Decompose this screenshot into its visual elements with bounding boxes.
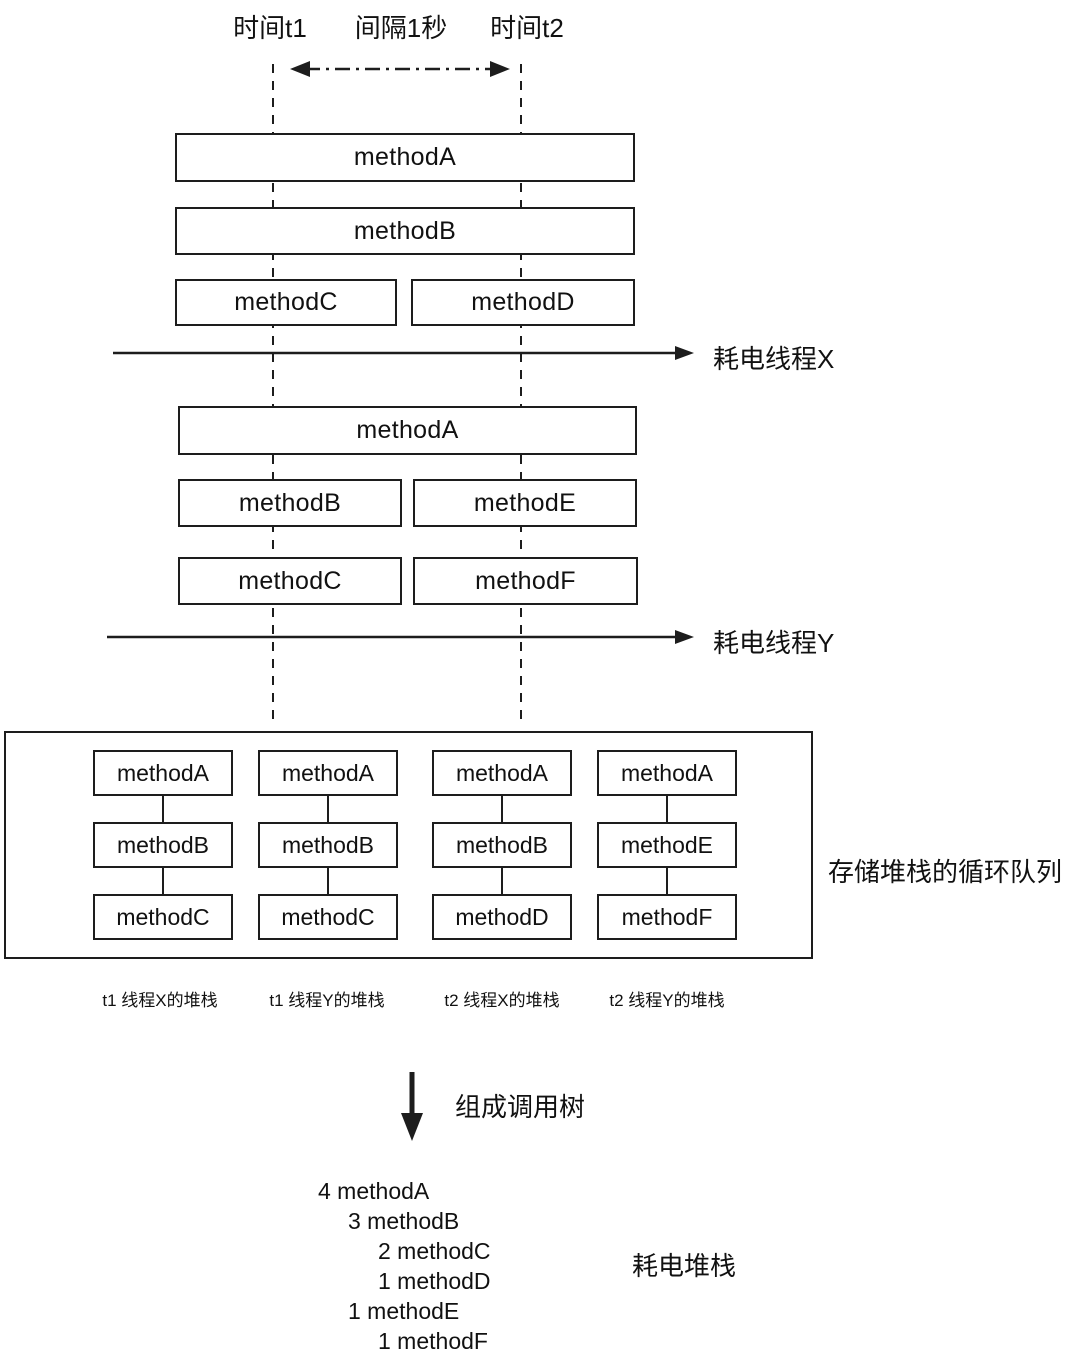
thread-y-axis-arrow-icon [107,630,694,644]
stack-connector-line [162,796,164,822]
stack-frame: methodD [432,894,572,940]
call-tree-line: 4 methodA [318,1178,430,1204]
stack-connector-line [327,868,329,894]
stack-connector-line [666,796,668,822]
thread-y-axis-label: 耗电线程Y [713,628,835,658]
thread-x-axis-arrow-icon [113,346,694,360]
caption-t2-thread-x-stack: t2 线程X的堆栈 [444,991,560,1010]
caption-t1-thread-x-stack: t1 线程X的堆栈 [102,991,218,1010]
interval-label: 间隔1秒 [354,13,448,43]
stack-connector-line [501,796,503,822]
time-t1-label: 时间t1 [233,13,307,43]
thread-y-bar-methodF: methodF [413,557,638,605]
stack-frame: methodA [93,750,233,796]
stack-t1-thread-y: methodA methodB methodC [258,750,398,940]
compose-arrow-label: 组成调用树 [455,1092,586,1122]
thread-y-bar-methodE: methodE [413,479,637,527]
stack-queue-label: 存储堆栈的循环队列 [828,857,1063,887]
compose-down-arrow-icon [401,1072,423,1141]
call-tree-line: 1 methodE [348,1298,460,1324]
stack-t1-thread-x: methodA methodB methodC [93,750,233,940]
caption-t1-thread-y-stack: t1 线程Y的堆栈 [269,991,385,1010]
stack-frame: methodA [597,750,737,796]
thread-x-axis-label: 耗电线程X [713,344,835,374]
call-tree: 4 methodA 3 methodB 2 methodC 1 methodD … [318,1176,491,1356]
call-tree-line: 2 methodC [378,1238,491,1264]
call-tree-line: 1 methodF [378,1328,488,1354]
thread-y-bar-methodB: methodB [178,479,402,527]
caption-t2-thread-y-stack: t2 线程Y的堆栈 [609,991,725,1010]
stack-frame: methodF [597,894,737,940]
stack-connector-line [501,868,503,894]
power-stack-label: 耗电堆栈 [632,1251,737,1281]
time-t2-label: 时间t2 [490,13,564,43]
stack-connector-line [666,868,668,894]
interval-double-arrow-icon [290,61,510,77]
thread-y-bar-methodA: methodA [178,406,637,455]
stack-frame: methodE [597,822,737,868]
stack-connector-line [162,868,164,894]
stack-frame: methodA [432,750,572,796]
thread-x-bar-methodD: methodD [411,279,635,326]
thread-x-bar-methodA: methodA [175,133,635,182]
stack-frame: methodA [258,750,398,796]
stack-frame: methodC [93,894,233,940]
stack-frame: methodC [258,894,398,940]
thread-x-bar-methodC: methodC [175,279,397,326]
thread-x-bar-methodB: methodB [175,207,635,255]
stack-connector-line [327,796,329,822]
stack-frame: methodB [258,822,398,868]
call-tree-line: 1 methodD [378,1268,491,1294]
stack-frame: methodB [93,822,233,868]
stack-t2-thread-x: methodA methodB methodD [432,750,572,940]
stack-t2-thread-y: methodA methodE methodF [597,750,737,940]
thread-y-bar-methodC: methodC [178,557,402,605]
stack-frame: methodB [432,822,572,868]
call-tree-line: 3 methodB [348,1208,460,1234]
